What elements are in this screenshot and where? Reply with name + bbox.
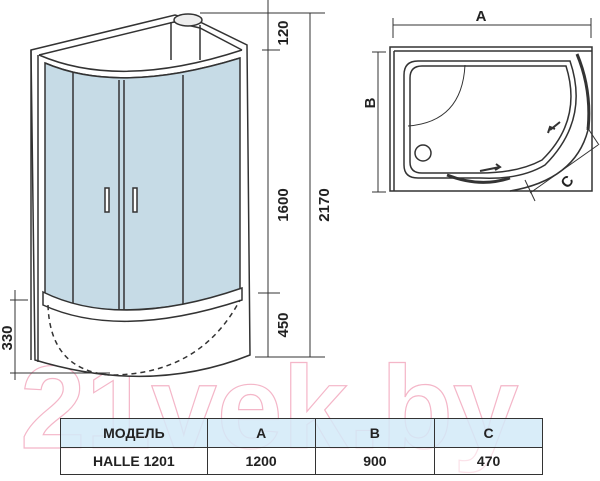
cabin-elevation <box>30 13 251 378</box>
door-handle-left <box>104 187 110 213</box>
arrow-icon <box>479 163 502 172</box>
dim-120: 120 <box>275 20 292 45</box>
plan-label-a: A <box>476 8 487 25</box>
dimension-lines <box>10 0 325 380</box>
shower-head-icon <box>173 13 203 27</box>
tray-outline <box>403 60 577 179</box>
cell-a: 1200 <box>206 447 316 475</box>
bath-outline <box>47 299 241 376</box>
plan-view <box>372 18 600 202</box>
table-header-row: МОДЕЛЬ A B C <box>60 418 543 448</box>
dim-1600: 1600 <box>275 188 292 221</box>
header-b: B <box>314 418 436 448</box>
arrow-icon <box>547 121 561 134</box>
header-model: МОДЕЛЬ <box>60 418 208 448</box>
dim-450: 450 <box>275 312 292 337</box>
dim-330: 330 <box>0 325 16 350</box>
cell-c: 470 <box>434 447 543 475</box>
door-handle-right <box>132 187 138 213</box>
drain-icon <box>414 144 432 162</box>
dim-2170: 2170 <box>316 188 333 221</box>
glass-panel <box>44 56 241 311</box>
header-c: C <box>434 418 543 448</box>
top-curve <box>38 49 243 73</box>
dimensions-table: МОДЕЛЬ A B C HALLE 1201 1200 900 470 <box>60 418 543 475</box>
cell-model: HALLE 1201 <box>60 447 208 475</box>
cell-b: 900 <box>314 447 436 475</box>
table-row: HALLE 1201 1200 900 470 <box>60 447 543 475</box>
header-a: A <box>206 418 316 448</box>
plan-label-b: B <box>362 97 379 108</box>
